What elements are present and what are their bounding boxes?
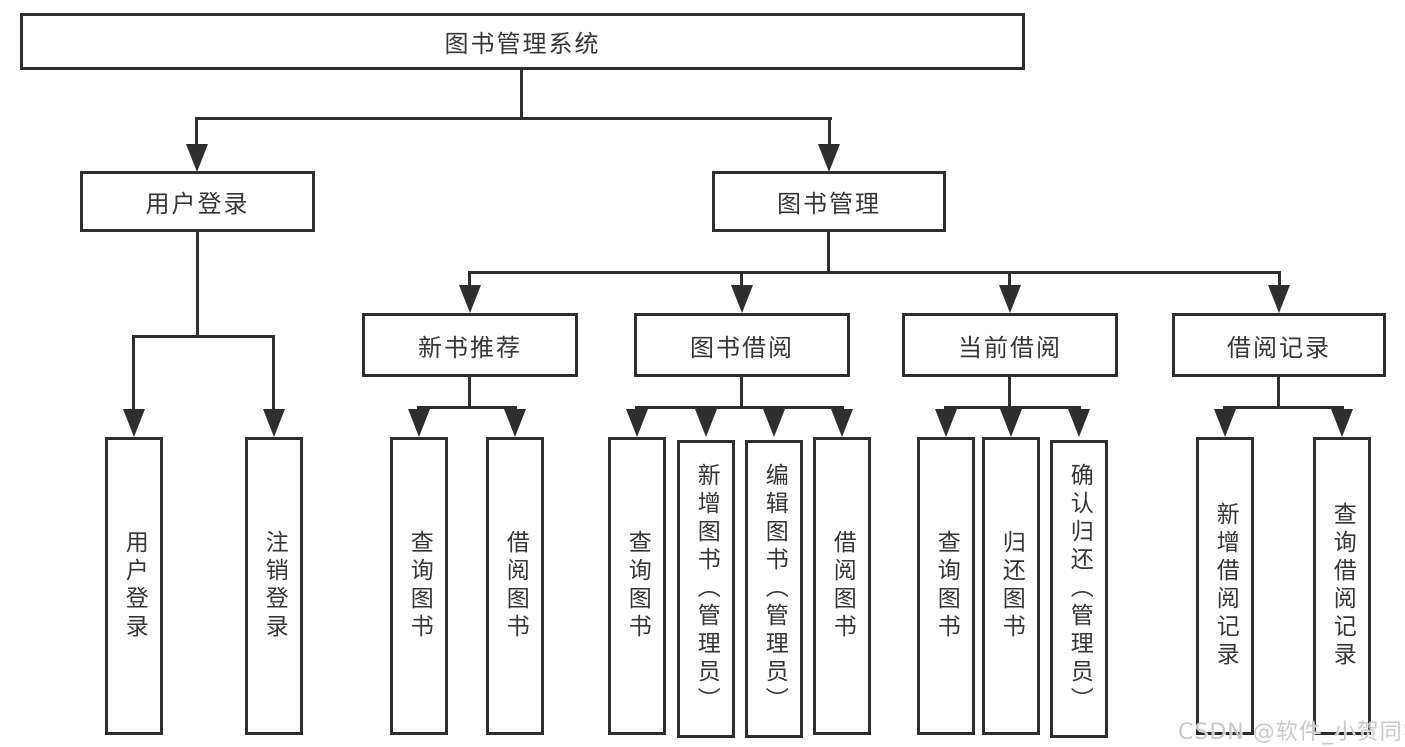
connector-borrowrecords-drop: [1277, 377, 1280, 408]
leaf-label: 新增借阅记录: [1212, 502, 1239, 670]
connector-stem-leaf-logout: [272, 335, 275, 411]
leaf-label: 借阅图书: [502, 530, 529, 642]
leaf-borrow-books: 借阅图书: [813, 437, 871, 735]
leaf-label: 查询图书: [406, 530, 433, 642]
arrowhead-borrow-records: [1268, 285, 1290, 313]
leaf-label: 编辑图书（管理员）: [761, 463, 788, 715]
connector-stem-new-book: [468, 271, 471, 287]
leaf-label: 归还图书: [998, 530, 1025, 642]
arrowhead-add-books: [695, 409, 717, 437]
node-borrow-records: 借阅记录: [1172, 313, 1386, 377]
leaf-query-books-borrow: 查询图书: [608, 437, 666, 735]
connector-bookborrow-drop: [740, 377, 743, 408]
leaf-label: 确认归还（管理员）: [1066, 463, 1093, 715]
arrowhead-user-login: [186, 144, 208, 172]
leaf-return-books: 归还图书: [982, 437, 1040, 735]
arrowhead-new-book: [459, 285, 481, 313]
connector-currentborrow-span: [944, 406, 1081, 409]
leaf-confirm-return-admin: 确认归还（管理员）: [1050, 440, 1108, 738]
connector-currentborrow-drop: [1008, 377, 1011, 408]
node-label: 当前借阅: [958, 333, 1062, 362]
connector-root-span: [195, 117, 832, 120]
arrowhead-edit-books: [763, 409, 785, 437]
leaf-query-borrow-record: 查询借阅记录: [1313, 437, 1371, 735]
connector-stem-user-login: [195, 117, 198, 147]
arrowhead-borrow-books-a: [504, 409, 526, 437]
leaf-label: 注销登录: [261, 530, 288, 642]
leaf-label: 查询图书: [624, 530, 651, 642]
connector-stem-book-management: [828, 117, 831, 147]
arrowhead-leaf-login: [123, 409, 145, 437]
leaf-label: 查询图书: [933, 530, 960, 642]
connector-bookmgmt-drop: [827, 232, 830, 274]
arrowhead-book-management: [818, 144, 840, 172]
leaf-add-books-admin: 新增图书（管理员）: [677, 440, 735, 738]
connector-userlogin-drop: [196, 232, 199, 337]
arrowhead-query-books-c: [935, 409, 957, 437]
connector-userlogin-span: [132, 335, 275, 338]
connector-bookborrow-span: [635, 406, 844, 409]
node-label: 用户登录: [145, 190, 250, 218]
connector-newbook-span: [417, 406, 517, 409]
connector-stem-borrow-records: [1278, 271, 1281, 287]
connector-newbook-drop: [468, 377, 471, 408]
node-label: 图书借阅: [690, 333, 794, 362]
leaf-logout: 注销登录: [245, 437, 303, 735]
node-current-borrow: 当前借阅: [902, 313, 1118, 377]
arrowhead-add-borrow-record: [1214, 409, 1236, 437]
arrowhead-borrow-books-b: [831, 409, 853, 437]
leaf-add-borrow-record: 新增借阅记录: [1196, 437, 1254, 735]
arrowhead-confirm-return: [1068, 409, 1090, 437]
leaf-edit-books-admin: 编辑图书（管理员）: [745, 440, 803, 738]
arrowhead-return-books: [1000, 409, 1022, 437]
node-label: 图书管理: [777, 190, 881, 218]
arrowhead-book-borrow: [731, 285, 753, 313]
leaf-label: 查询借阅记录: [1329, 502, 1356, 670]
arrowhead-query-books-b: [626, 409, 648, 437]
connector-stem-leaf-login: [132, 335, 135, 411]
connector-root-drop: [520, 70, 523, 118]
node-new-book-recommend: 新书推荐: [362, 313, 578, 377]
connector-stem-current-borrow: [1008, 271, 1011, 287]
csdn-watermark: CSDN @软件_小贺同学: [1178, 720, 1405, 745]
node-label: 新书推荐: [418, 333, 522, 362]
connector-bookmgmt-span: [468, 271, 1281, 274]
leaf-label: 用户登录: [121, 530, 148, 642]
node-user-login: 用户登录: [80, 171, 315, 232]
leaf-borrow-books-recommend: 借阅图书: [486, 437, 544, 735]
leaf-label: 新增图书（管理员）: [693, 463, 720, 715]
arrowhead-query-borrow-record: [1331, 409, 1353, 437]
connector-stem-book-borrow: [740, 271, 743, 287]
node-library-management-system: 图书管理系统: [20, 13, 1025, 70]
leaf-query-books-current: 查询图书: [917, 437, 975, 735]
node-label: 图书管理系统: [444, 30, 601, 58]
node-book-borrow: 图书借阅: [634, 313, 850, 377]
connector-borrowrecords-span: [1223, 406, 1344, 409]
arrowhead-query-books-a: [408, 409, 430, 437]
arrowhead-current-borrow: [999, 285, 1021, 313]
leaf-label: 借阅图书: [829, 530, 856, 642]
node-book-management: 图书管理: [712, 171, 946, 232]
arrowhead-leaf-logout: [263, 409, 285, 437]
leaf-query-books-recommend: 查询图书: [390, 437, 448, 735]
leaf-user-login: 用户登录: [105, 437, 163, 735]
node-label: 借阅记录: [1227, 333, 1331, 362]
